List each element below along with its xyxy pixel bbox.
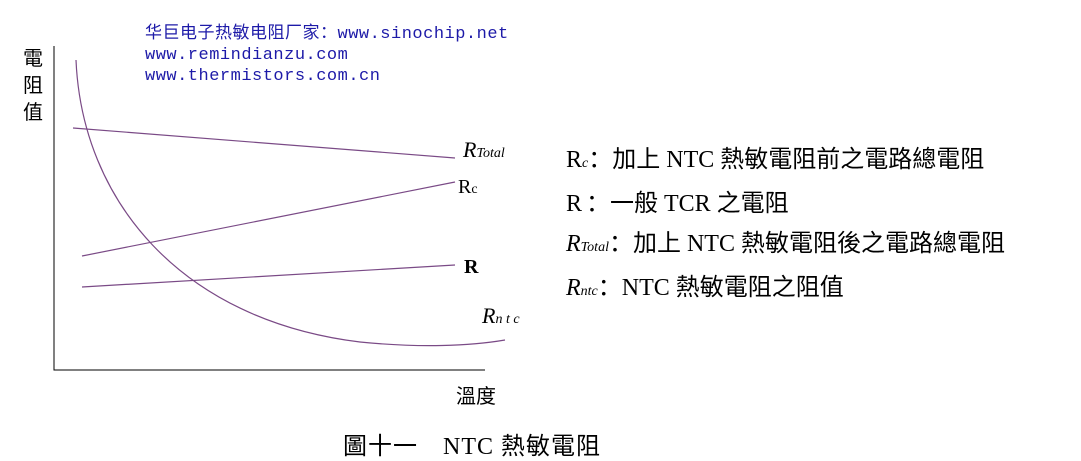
header-line-3[interactable]: www.thermistors.com.cn (145, 67, 381, 86)
rntc-label-sub: n t c (495, 312, 520, 327)
rntc-label: Rn t c (482, 303, 520, 329)
rc-label: Rc (458, 176, 478, 199)
axes (53, 46, 485, 371)
rc-line (81, 181, 456, 257)
rc-label-main: R (458, 176, 472, 198)
legend-row-rc: Rc：加上 NTC 熱敏電阻前之電路總電阻 (566, 147, 985, 173)
rtotal-line (72, 127, 456, 159)
y-axis-char-3: 值 (23, 102, 43, 124)
rntc-label-main: R (482, 303, 496, 328)
rtotal-label: RTotal (463, 137, 505, 163)
r-line (81, 264, 456, 288)
rntc-curve (75, 59, 506, 347)
x-axis-label: 溫度 (456, 386, 496, 408)
rc-label-sub: c (471, 182, 478, 197)
legend-row-rtotal: RTotal：加上 NTC 熱敏電阻後之電路總電阻 (566, 231, 1005, 257)
legend-row-r: R：一般 TCR 之電阻 (566, 191, 789, 217)
y-axis-char-1: 電 (23, 48, 43, 70)
rtotal-label-sub: Total (476, 146, 505, 161)
y-axis-char-2: 阻 (23, 75, 43, 97)
header-line-2[interactable]: www.remindianzu.com (145, 46, 349, 65)
y-axis-label: 電 阻 值 (22, 46, 44, 127)
header-links: 华巨电子热敏电阻厂家：www.sinochip.net www.remindia… (145, 24, 509, 87)
legend-row-rntc: Rntc：NTC 熱敏電阻之阻值 (566, 275, 844, 301)
rtotal-label-main: R (463, 137, 477, 162)
legend: Rc：加上 NTC 熱敏電阻前之電路總電阻 R：一般 TCR 之電阻 RTota… (566, 140, 1005, 312)
r-label: R (464, 256, 479, 278)
header-line-1: 华巨电子热敏电阻厂家：www.sinochip.net (145, 25, 509, 44)
figure-caption: 圖十一 NTC 熱敏電阻 (343, 434, 601, 460)
